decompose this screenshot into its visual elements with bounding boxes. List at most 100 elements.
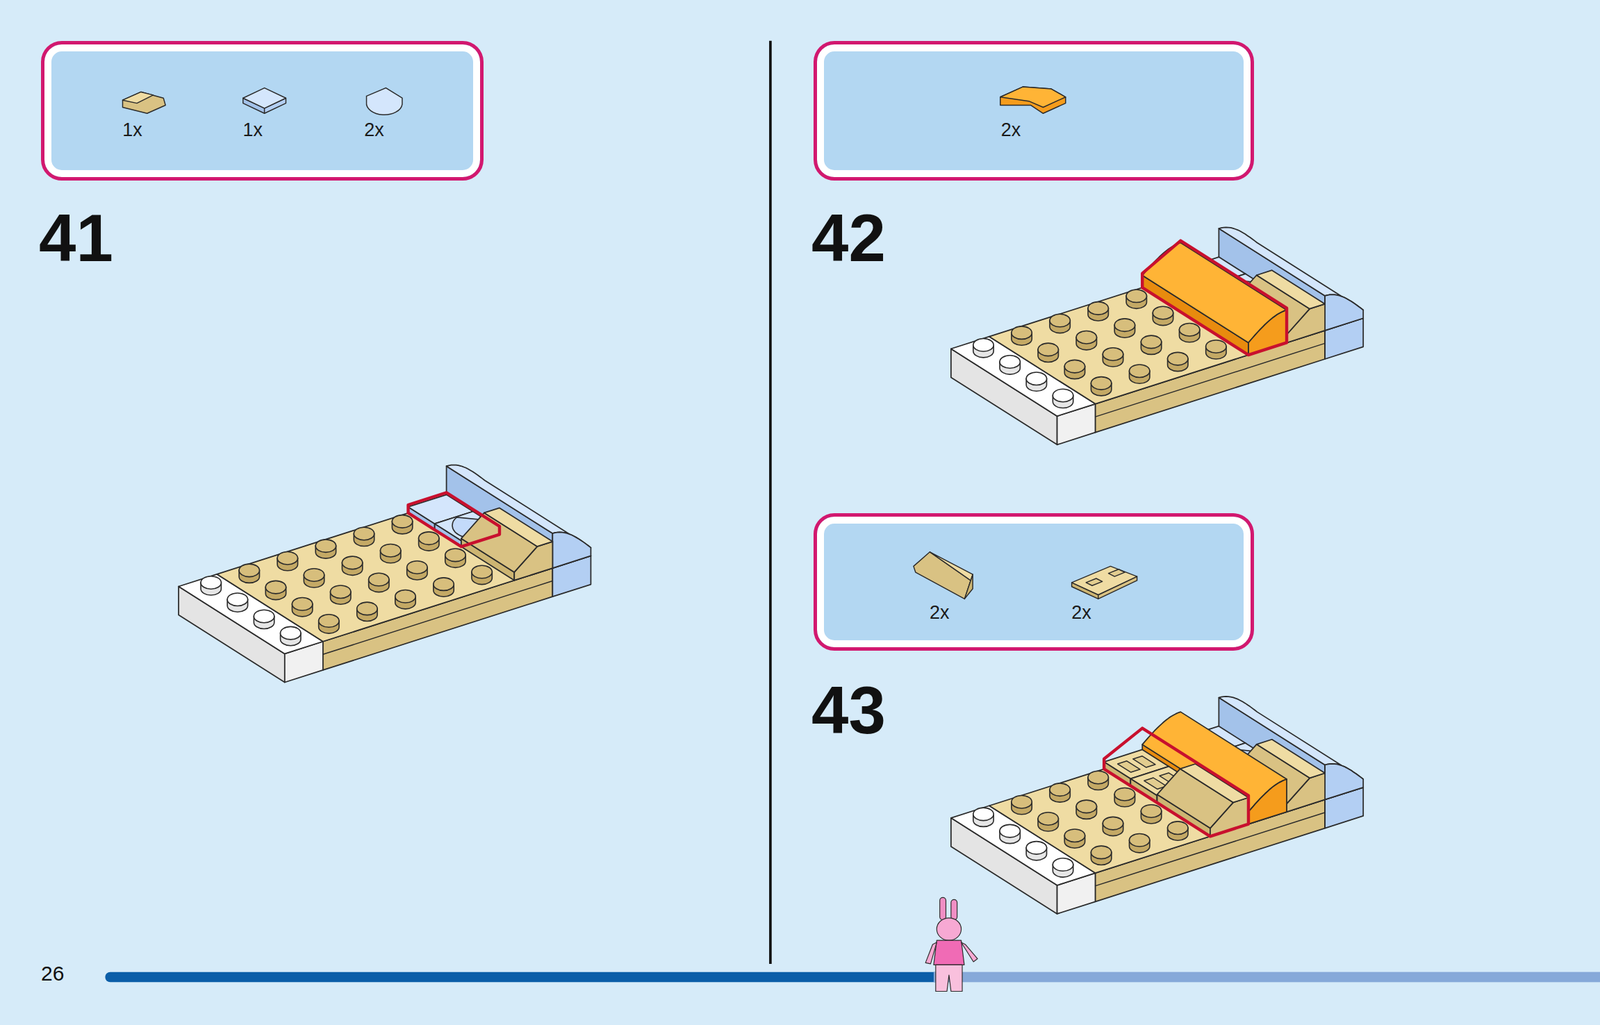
part-face [1180, 764, 1249, 804]
part-face [925, 942, 937, 965]
stud [1167, 821, 1189, 836]
part-face [552, 532, 591, 569]
stud [280, 626, 301, 640]
divider-line [769, 40, 772, 965]
stud [1140, 335, 1161, 349]
part-face [1117, 761, 1141, 773]
stud [357, 602, 378, 616]
stud [303, 568, 324, 583]
stud [1114, 787, 1135, 802]
part-face [933, 940, 965, 966]
build-model [951, 227, 1364, 445]
stud [380, 543, 401, 558]
stud [277, 551, 298, 565]
part-face [216, 500, 553, 642]
part-face [1071, 566, 1137, 595]
stud [1140, 805, 1161, 819]
stud [1049, 783, 1070, 797]
stud [418, 532, 440, 546]
stud [1152, 306, 1173, 320]
stud [1037, 812, 1059, 827]
stud [445, 548, 466, 563]
stud [1090, 377, 1111, 391]
part-face [243, 87, 287, 108]
new-part-highlight [1103, 728, 1249, 838]
part-face [961, 942, 978, 963]
part-face [999, 86, 1066, 107]
part-icon [999, 86, 1066, 114]
stud [1052, 389, 1073, 403]
stud [1087, 302, 1109, 316]
stud [330, 585, 351, 599]
part-icon [243, 87, 287, 114]
stud [407, 561, 428, 575]
part-icons [813, 513, 1255, 651]
part-count: 2x [364, 120, 385, 140]
build-model [178, 465, 591, 683]
page-number: 26 [40, 963, 64, 985]
part-face [122, 91, 153, 103]
parts-callout: 1x1x2x [40, 40, 484, 181]
part-face [935, 965, 963, 992]
stud [1011, 326, 1032, 340]
parts-callout: 2x [813, 40, 1255, 181]
stud [1037, 343, 1059, 357]
stud [238, 564, 260, 578]
part-face [484, 507, 553, 547]
stud [391, 515, 412, 529]
part-face [122, 91, 166, 114]
part-face [1324, 294, 1364, 331]
stud [1102, 348, 1123, 362]
part-face [1324, 764, 1364, 801]
stud [999, 355, 1020, 369]
part-icon [913, 552, 973, 600]
new-part-highlight [1142, 241, 1287, 356]
stud [1011, 795, 1032, 809]
stud [1052, 858, 1073, 872]
stud [341, 556, 362, 570]
stud [1049, 314, 1070, 328]
stud [1126, 289, 1147, 303]
stud [395, 590, 416, 604]
stud [973, 807, 994, 822]
stud [368, 573, 390, 587]
stud [265, 580, 286, 595]
stud [1026, 372, 1047, 386]
stud [1090, 846, 1111, 860]
new-part-highlight [408, 492, 500, 547]
part-face [929, 552, 973, 581]
stud [315, 539, 336, 554]
part-count: 1x [122, 120, 143, 140]
part-icon [122, 91, 166, 114]
stud [1076, 331, 1097, 345]
parts-callout: 2x 2x [813, 513, 1255, 651]
stud [973, 339, 994, 353]
stud [1026, 842, 1047, 856]
stud [1064, 829, 1085, 843]
stud [318, 614, 340, 629]
stud [1114, 318, 1135, 333]
progress-bar [104, 972, 942, 984]
stud [291, 598, 312, 612]
progress-remaining [933, 972, 1600, 984]
stud [253, 609, 274, 624]
stud [1087, 771, 1109, 785]
stud [353, 527, 374, 541]
stud [1167, 352, 1189, 366]
stud [1206, 340, 1227, 354]
part-count: 2x [929, 603, 950, 623]
step-number: 41 [38, 204, 114, 272]
stud [227, 593, 248, 607]
stud [1076, 800, 1097, 814]
stud [433, 578, 454, 592]
part-count: 2x [1071, 603, 1092, 623]
part-face [1108, 569, 1125, 577]
stud [471, 565, 492, 579]
bunny-minifigure [925, 897, 978, 992]
build-model [951, 696, 1364, 915]
part-face [999, 86, 1066, 114]
stud [999, 824, 1020, 838]
part-face [1248, 779, 1287, 825]
part-icon [366, 87, 403, 115]
